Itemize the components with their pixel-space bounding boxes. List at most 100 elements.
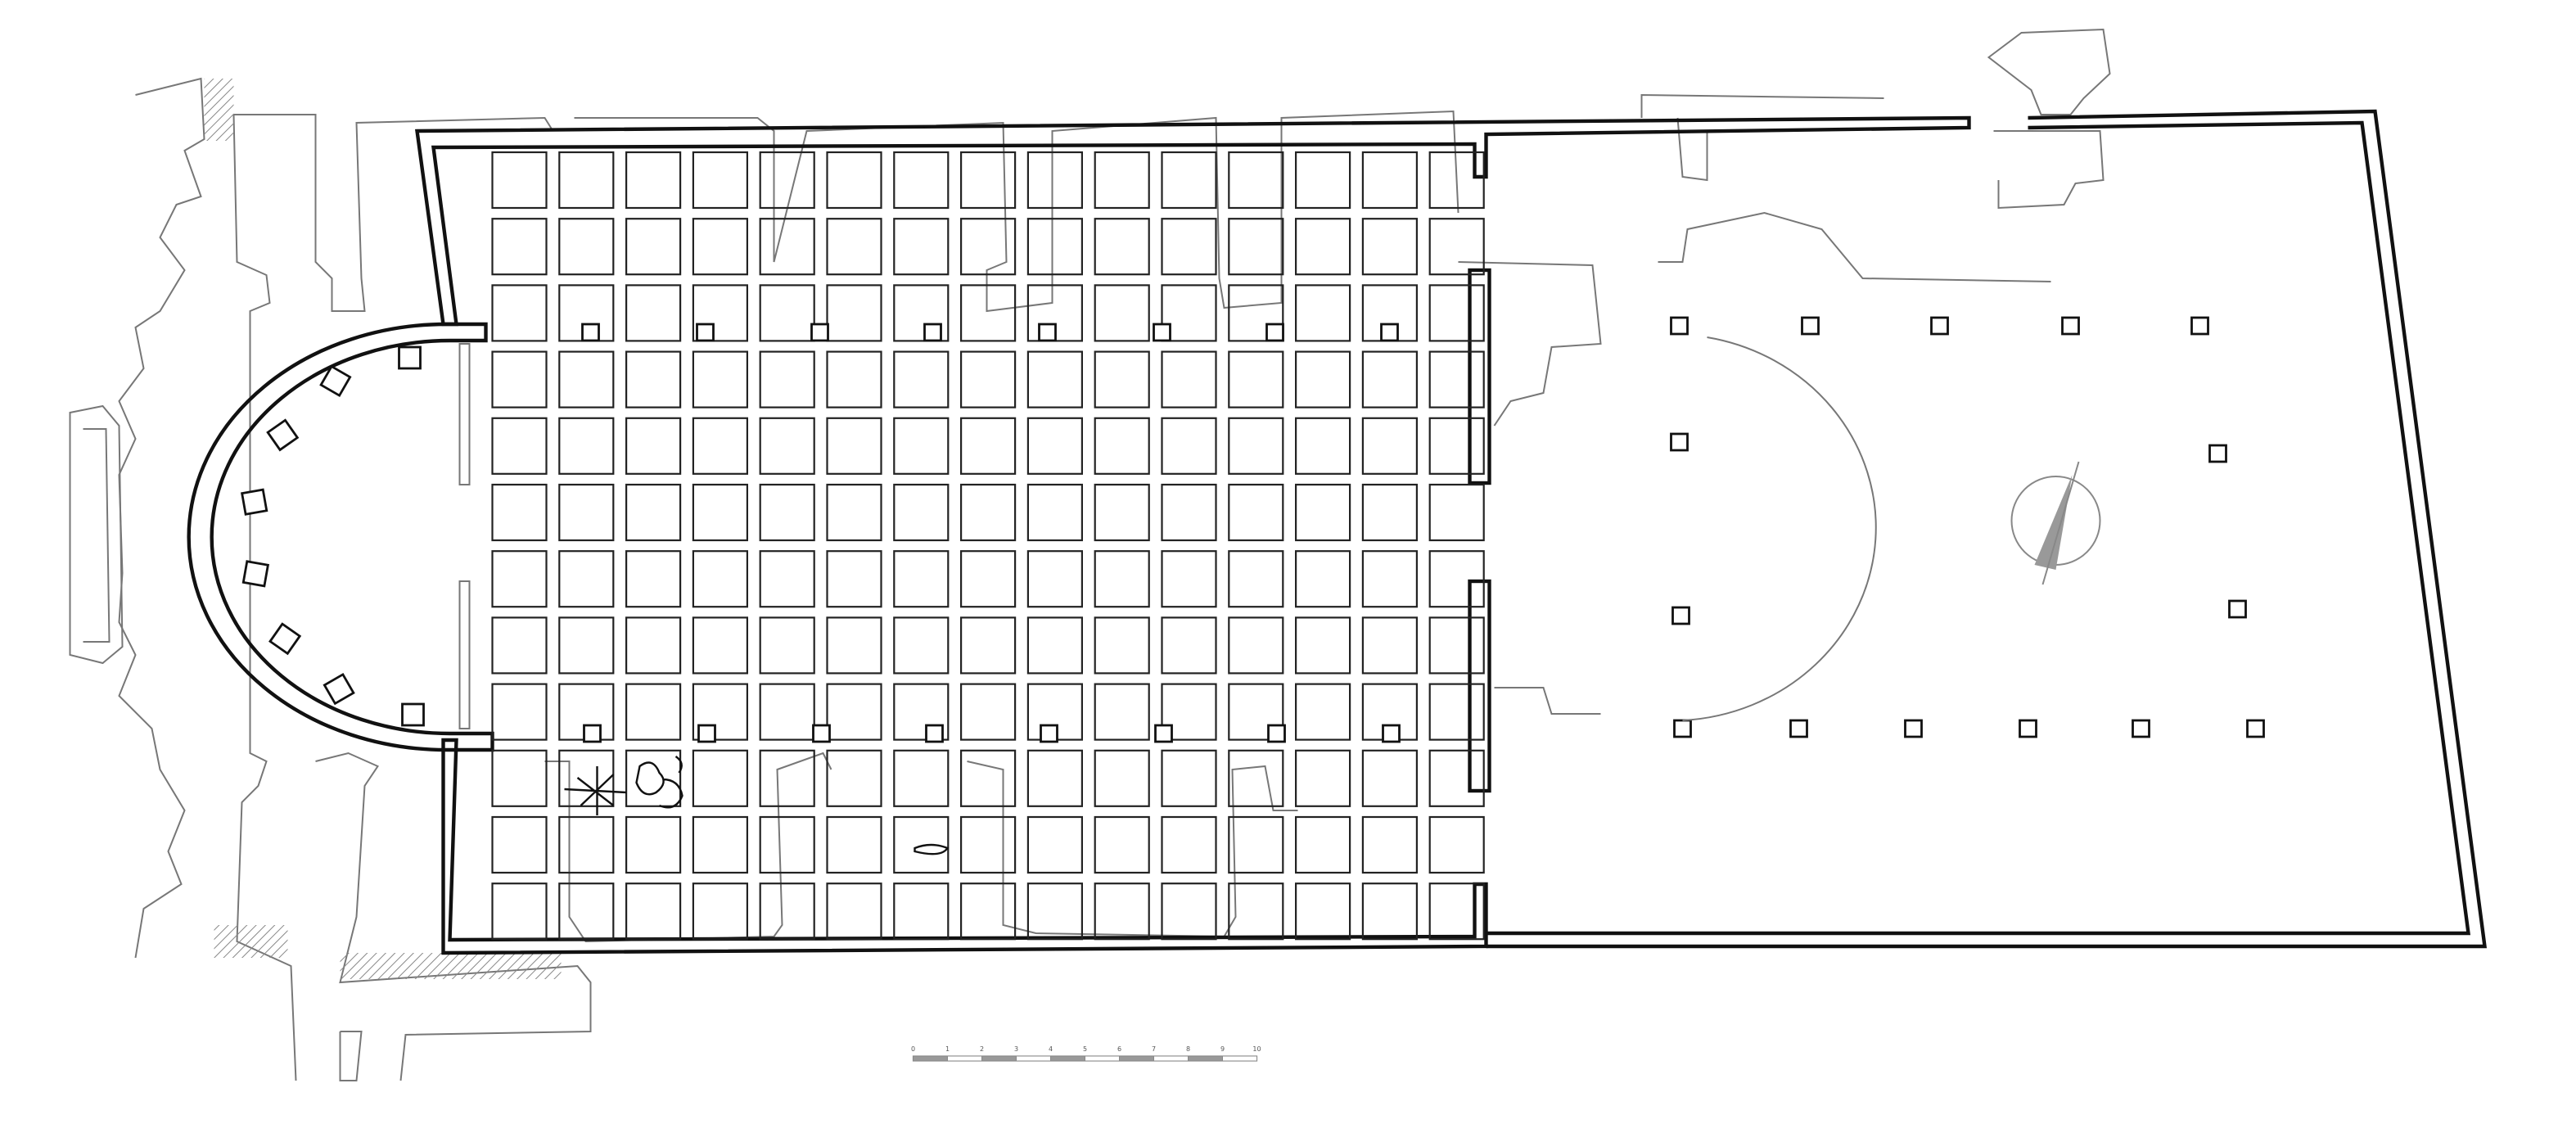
floor-cell: [1161, 550, 1217, 608]
floor-cell: [959, 815, 1017, 874]
floor-cell: [1228, 151, 1284, 210]
piers: [581, 316, 2265, 743]
floor-cell: [491, 151, 548, 210]
floor-cell: [1294, 350, 1351, 409]
apse-pier: [319, 364, 352, 398]
floor-cell: [1228, 815, 1284, 874]
floor-cell: [1094, 550, 1150, 608]
floor-cell: [558, 749, 615, 807]
floor-cell: [1228, 218, 1284, 276]
floor-cell: [959, 151, 1017, 210]
floor-cell: [491, 284, 548, 342]
pier: [1382, 724, 1401, 743]
pier: [2228, 599, 2247, 619]
floor-cell: [893, 151, 950, 210]
scale-segment: [1119, 1055, 1154, 1062]
floor-cell: [1026, 882, 1084, 941]
floor-cell: [959, 882, 1017, 941]
hatched-wall: [204, 79, 234, 141]
pier: [1040, 724, 1058, 743]
floor-cell: [558, 815, 615, 874]
floor-cell: [1094, 218, 1150, 276]
floor-cell: [759, 749, 815, 807]
floor-cell: [1161, 151, 1217, 210]
pier: [583, 724, 602, 743]
floor-cell: [1361, 483, 1419, 542]
scale-label: 7: [1152, 1045, 1156, 1053]
floor-cell: [1161, 683, 1217, 741]
floor-cell: [759, 815, 815, 874]
pier: [2061, 316, 2080, 336]
pier: [1671, 606, 1690, 625]
floor-cell: [1361, 417, 1419, 475]
floor-cell: [1161, 284, 1217, 342]
floor-cell: [759, 683, 815, 741]
floor-cell: [1161, 749, 1217, 807]
pier: [812, 724, 831, 743]
scale-label: 0: [911, 1045, 915, 1053]
floor-cell: [826, 151, 882, 210]
floor-cell: [491, 350, 548, 409]
floor-cell: [826, 284, 882, 342]
floor-cell: [558, 417, 615, 475]
pier: [1673, 719, 1692, 738]
pier: [810, 323, 829, 342]
scale-segment: [1050, 1055, 1085, 1062]
floor-cell: [1094, 815, 1150, 874]
floor-cell: [1428, 749, 1485, 807]
floor-cell: [1294, 749, 1351, 807]
floor-cell: [1026, 350, 1084, 409]
floor-cell: [1428, 284, 1485, 342]
pier: [1904, 719, 1923, 738]
floor-cell: [625, 284, 682, 342]
floor-cell: [1094, 350, 1150, 409]
scale-segment: [1016, 1055, 1051, 1062]
floor-cell: [692, 350, 749, 409]
floor-cell: [1228, 417, 1284, 475]
floor-cell: [759, 550, 815, 608]
pier: [925, 724, 944, 743]
floor-cell: [1094, 749, 1150, 807]
floor-cell: [1361, 350, 1419, 409]
floor-cell: [625, 882, 682, 941]
scale-label: 3: [1014, 1045, 1018, 1053]
floor-cell: [491, 550, 548, 608]
floor-cell: [893, 350, 950, 409]
floor-cell: [826, 882, 882, 941]
floor-cell: [826, 815, 882, 874]
scale-segment: [1188, 1055, 1223, 1062]
apse-pier: [398, 345, 422, 370]
floor-cell: [826, 218, 882, 276]
floor-cell: [1294, 483, 1351, 542]
pier: [2246, 719, 2265, 738]
floor-cell: [1228, 749, 1284, 807]
floor-cell: [1361, 616, 1419, 675]
floor-cell: [1026, 749, 1084, 807]
floor-cell: [1228, 550, 1284, 608]
floor-cell: [1294, 284, 1351, 342]
pier: [1670, 432, 1689, 452]
floor-cell: [625, 683, 682, 741]
hatched-wall: [214, 925, 288, 958]
floor-cell: [625, 749, 682, 807]
floor-cell: [1228, 350, 1284, 409]
pier: [1267, 724, 1286, 743]
apse-pier: [241, 488, 268, 516]
floor-cell: [1228, 616, 1284, 675]
pier: [1670, 316, 1689, 336]
floor-cell: [1026, 151, 1084, 210]
floor-cell: [1428, 815, 1485, 874]
floor-cell: [959, 284, 1017, 342]
floor-cell: [1294, 683, 1351, 741]
pier: [2019, 719, 2037, 738]
scale-label: 5: [1083, 1045, 1087, 1053]
floor-cell: [1094, 882, 1150, 941]
floor-cell: [959, 417, 1017, 475]
floor-cell: [893, 882, 950, 941]
floor-cell: [1228, 483, 1284, 542]
scale-segment: [913, 1055, 948, 1062]
floor-cell: [1026, 483, 1084, 542]
floor-cell: [893, 749, 950, 807]
